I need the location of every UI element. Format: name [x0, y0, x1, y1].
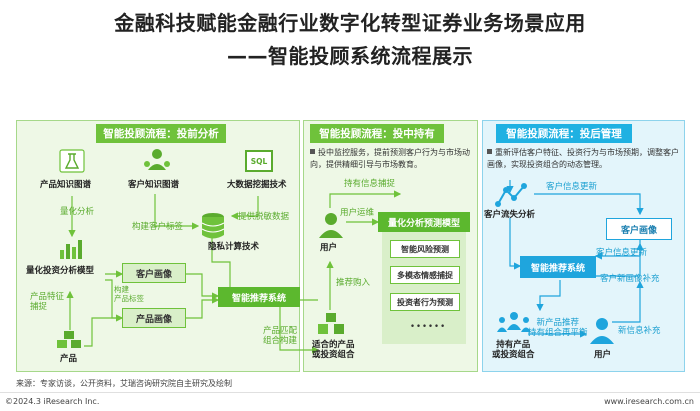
capture-info-label: 持有信息捕捉: [344, 179, 396, 189]
product-label: 产品: [60, 354, 78, 364]
new-recommend-label: 新产品推荐 持有组合再平衡: [528, 318, 588, 339]
model-item-behavior: 投资者行为预测: [390, 293, 460, 311]
churn-analysis-label: 客户流失分析: [484, 210, 536, 220]
panel-header-pre: 智能投顾流程：投前分析: [96, 124, 226, 143]
pre-recommend-engine-box: 智能推荐系统: [218, 287, 300, 307]
privacy-computing-label: 隐私计算技术: [208, 242, 260, 252]
page-title: 金融科技赋能金融行业数字化转型证券业务场景应用: [114, 11, 586, 35]
product-features-label: 产品特征 捕捉: [30, 292, 65, 313]
mid-user-label: 用户: [320, 243, 338, 253]
provide-data-label: 提供脱敏数据: [238, 212, 290, 222]
suitable-product-cubes-icon: [318, 313, 344, 334]
info-supplement-label: 新信息补充: [618, 326, 661, 336]
flask-icon: [59, 149, 85, 173]
people-group-icon: [497, 312, 531, 332]
cubes-icon: [57, 331, 81, 348]
post-recommend-engine-box: 智能推荐系统: [520, 256, 596, 278]
bar-chart-icon: [60, 240, 82, 259]
recommend-buy-label: 推荐购入: [336, 278, 371, 288]
portfolio-label: 持有产品 或投资组合: [492, 340, 535, 361]
source-note: 来源：专家访谈，公开资料，艾瑞咨询研究院自主研究及绘制: [16, 379, 232, 388]
sql-icon-text: SQL: [250, 156, 268, 166]
profile-supplement-label: 客户新画像补充: [600, 274, 660, 284]
suitable-product-label: 适合的产品 或投资组合: [312, 340, 355, 361]
model-item-risk: 智能风险预测: [390, 240, 460, 258]
build-tags-label: 构建客户标签: [132, 222, 184, 232]
post-user-icon: [590, 318, 614, 344]
model-more: ••••••: [410, 322, 447, 332]
product-knowledge-label: 产品知识图谱: [40, 180, 92, 190]
product-match-label: 产品匹配 组合构建: [263, 326, 298, 347]
quant-predict-model-title: 量化分析预测模型: [378, 212, 470, 232]
post-description: 重新评估客户特征、投资行为与市场预期，调整客户画像，实现投资组合的动态管理。: [487, 148, 679, 169]
quantify-label: 量化分析: [60, 207, 95, 217]
post-user-label: 用户: [594, 350, 612, 360]
post-customer-profile-box: 客户画像: [606, 218, 672, 240]
website-link[interactable]: www.iresearch.com.cn: [604, 397, 694, 406]
copyright: ©2024.3 iResearch Inc.: [5, 397, 100, 406]
info-update2-label: 客户信息更新: [596, 248, 648, 258]
panel-header-post: 智能投顾流程：投后管理: [496, 124, 632, 143]
product-profile-box: 产品画像: [122, 308, 186, 328]
sql-monitor-icon: SQL: [245, 150, 273, 172]
info-update-label: 客户信息更新: [546, 182, 598, 192]
customer-profile-box: 客户画像: [122, 263, 186, 283]
database-icon: [201, 213, 225, 239]
customer-knowledge-label: 客户知识图谱: [128, 180, 180, 190]
user-ops-label: 用户运维: [340, 208, 375, 218]
footer-divider: [0, 392, 700, 393]
network-icon: [495, 183, 527, 207]
user-icon: [319, 213, 343, 238]
model-item-emotion: 多模态情感捕捉: [390, 266, 460, 284]
customer-network-icon: [144, 149, 170, 170]
mid-description: 投中监控服务，提前预测客户行为与市场动向，提供精细引导与市场教育。: [310, 148, 470, 169]
page-subtitle: ——智能投顾系统流程展示: [227, 44, 473, 68]
bigdata-label: 大数据挖掘技术: [227, 180, 287, 190]
build-product-tags-label: 构建 产品标签: [114, 285, 144, 303]
quant-model-label: 量化投资分析模型: [26, 266, 95, 276]
panel-header-mid: 智能投顾流程：投中持有: [310, 124, 444, 143]
